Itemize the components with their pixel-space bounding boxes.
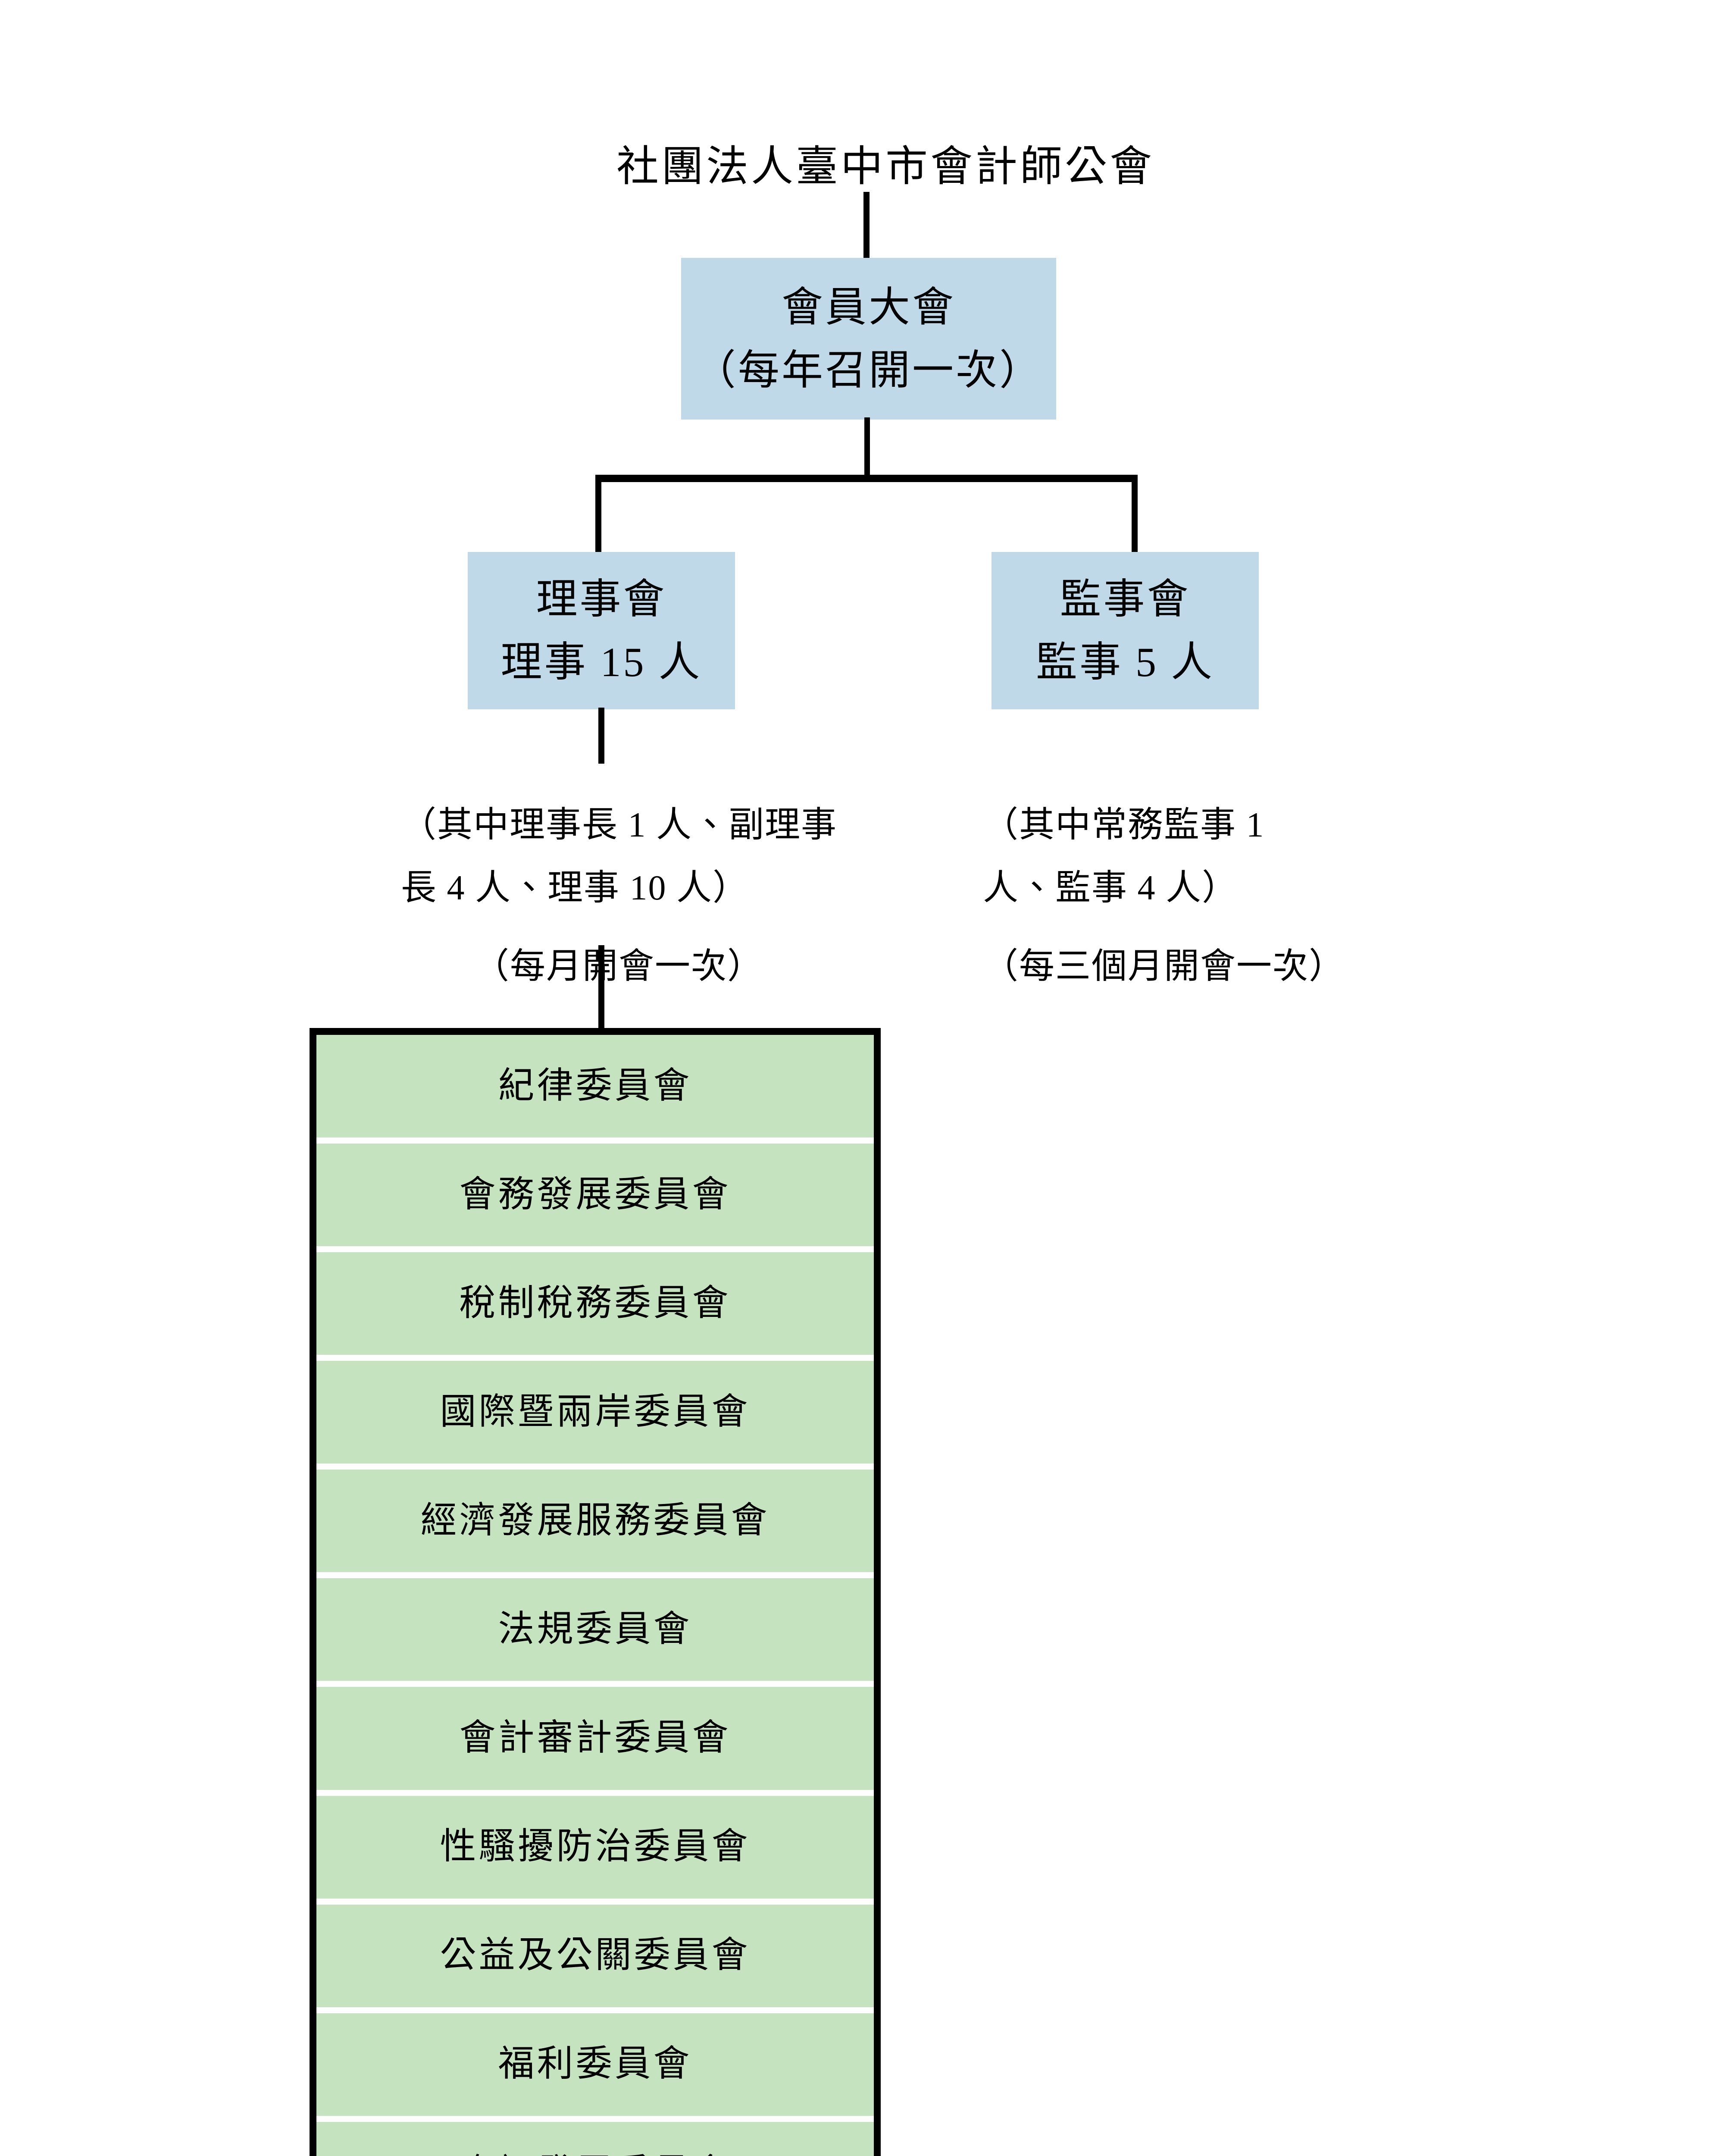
organization-title: 社團法人臺中市會計師公會 (616, 144, 1155, 190)
annotation-supervisors-line-1: （其中常務監事 1 (983, 805, 1265, 844)
committee-item[interactable]: 會務發展委員會 (316, 1144, 874, 1253)
committee-item[interactable]: 性騷擾防治委員會 (316, 1796, 874, 1905)
committee-item-label: 會務發展委員會 (459, 1174, 731, 1215)
committee-item-label: 稅制稅務委員會 (459, 1283, 731, 1323)
committee-item-label: 公益及公關委員會 (440, 1935, 751, 1976)
annotation-supervisors-line-2: 人、監事 4 人） (983, 868, 1239, 907)
committee-item[interactable]: 國際暨兩岸委員會 (316, 1361, 874, 1470)
connector-split-bar (595, 475, 1138, 482)
committee-list: 紀律委員會會務發展委員會稅制稅務委員會國際暨兩岸委員會經濟發展服務委員會法規委員… (316, 1035, 874, 2156)
node-board-of-supervisors[interactable]: 監事會 監事 5 人 (992, 552, 1259, 709)
committee-item-label: 性騷擾防治委員會 (440, 1827, 751, 1867)
committee-item[interactable]: 稅制稅務委員會 (316, 1252, 874, 1361)
node-general-assembly-title: 會員大會 (782, 284, 956, 330)
node-general-assembly-frequency: （每年召開一次） (694, 347, 1043, 393)
node-board-of-directors-title: 理事會 (536, 576, 667, 622)
node-board-of-supervisors-composition: 監事 5 人 (1036, 639, 1214, 685)
committee-item[interactable]: 紀律委員會 (316, 1035, 874, 1144)
connector-drop-to-supervisors (1132, 475, 1138, 555)
committee-item-label: 會計審計委員會 (459, 1718, 731, 1758)
committee-item-label: 福利委員會 (498, 2044, 692, 2084)
node-board-of-directors[interactable]: 理事會 理事 15 人 (468, 552, 735, 709)
committee-item-label: 紀律委員會 (498, 1065, 692, 1106)
committee-item[interactable]: 會計審計委員會 (316, 1687, 874, 1796)
committee-item-label: 經濟發展服務委員會 (420, 1500, 770, 1541)
committee-item-label: 國際暨兩岸委員會 (440, 1391, 751, 1432)
node-board-of-supervisors-title: 監事會 (1060, 576, 1191, 622)
connector-drop-to-directors (595, 475, 601, 555)
annotation-directors-line-1: （其中理事長 1 人、副理事 (401, 805, 838, 844)
committee-item[interactable]: 法規委員會 (316, 1578, 874, 1687)
annotation-directors: （其中理事長 1 人、副理事 長 4 人、理事 10 人） （每月開會一次） (401, 793, 836, 998)
connector-directors-stem (598, 708, 604, 764)
connector-directors-to-committees (598, 945, 604, 1031)
node-general-assembly[interactable]: 會員大會 （每年召開一次） (681, 258, 1056, 420)
committee-item[interactable]: 資訊發展委員會 (316, 2122, 874, 2156)
connector-assembly-stem (864, 417, 870, 478)
committee-item-label: 資訊發展委員會 (459, 2151, 731, 2156)
committee-item-label: 法規委員會 (498, 1609, 692, 1650)
annotation-directors-line-2: 長 4 人、理事 10 人） (401, 868, 749, 907)
annotation-supervisors: （其中常務監事 1 人、監事 4 人） （每三個月開會一次） (983, 793, 1345, 998)
annotation-supervisors-frequency: （每三個月開會一次） (983, 946, 1345, 986)
annotation-directors-frequency: （每月開會一次） (473, 946, 763, 986)
committee-item[interactable]: 經濟發展服務委員會 (316, 1470, 874, 1579)
committee-item[interactable]: 公益及公關委員會 (316, 1904, 874, 2013)
connector-title-to-assembly (863, 192, 870, 260)
committee-container: 紀律委員會會務發展委員會稅制稅務委員會國際暨兩岸委員會經濟發展服務委員會法規委員… (310, 1028, 881, 2156)
node-board-of-directors-composition: 理事 15 人 (500, 639, 702, 685)
committee-item[interactable]: 福利委員會 (316, 2013, 874, 2122)
